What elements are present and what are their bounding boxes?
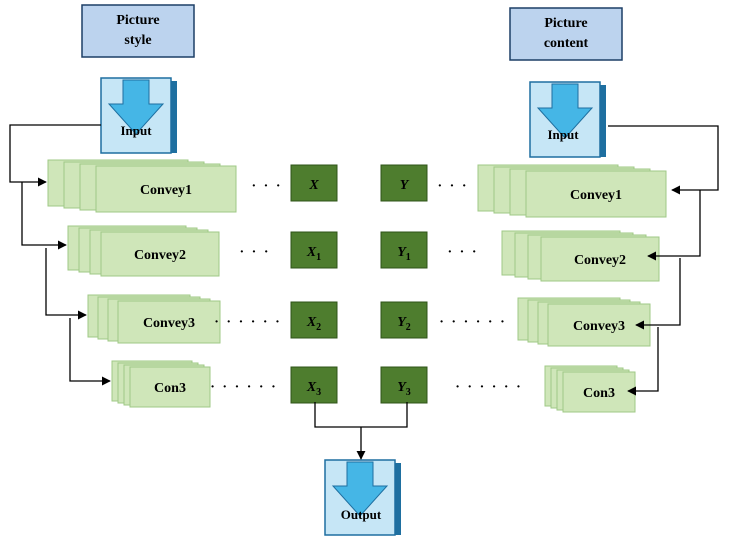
edge-right-convey3-to-con3 (627, 327, 659, 396)
left-layer-1-stack: Convey1 (47, 159, 237, 213)
edge-left-convey1-to-convey2 (21, 182, 67, 250)
feature-y-1: Y1 (380, 231, 428, 269)
picture-style-label-2: style (124, 33, 151, 48)
edge-left-convey2-to-convey3 (45, 248, 87, 320)
feature-y-2-box (380, 301, 428, 339)
right-ellipsis-4: · · · · · · (455, 380, 523, 395)
picture-content-label-1: Picture (544, 16, 587, 31)
feature-x-2-box (290, 301, 338, 339)
right-layer-2-sheet (540, 236, 660, 282)
input-left-label: Input (120, 123, 152, 138)
right-layer-3-sheet (547, 303, 651, 347)
feature-x-0-box (290, 164, 338, 202)
feature-x-0-label: X (308, 178, 319, 193)
right-layer-4-sheet (562, 371, 636, 413)
right-layer-3-stack: Convey3 (517, 297, 651, 347)
left-ellipsis-3: · · · · · · (214, 315, 282, 330)
feature-y-2: Y2 (380, 301, 428, 339)
edge-input-to-left-convey1 (9, 124, 101, 187)
right-layer-1-stack: Convey1 (477, 164, 667, 218)
ellipses: · · · · · · · · · · · · · · · · · · · · · · ·… (210, 179, 523, 395)
feature-y-0-box (380, 164, 428, 202)
picture-content-box: Picture content (509, 7, 623, 61)
right-layer-4-label: Con3 (583, 386, 615, 401)
output-node: Output (324, 459, 401, 536)
right-layer-2-stack: Convey2 (501, 230, 660, 282)
left-layer-2-stack: Convey2 (67, 225, 220, 277)
feature-y-3-box (380, 366, 428, 404)
feature-y-1-box (380, 231, 428, 269)
left-layer-4-sheet (129, 366, 211, 408)
left-layer-1-label: Convey1 (140, 183, 192, 198)
picture-style-label-1: Picture (116, 13, 159, 28)
left-layer-3-sheet (117, 300, 221, 344)
edge-x3-y3-join (314, 402, 408, 428)
left-layer-3-stack: Convey3 (87, 294, 221, 344)
picture-content-label-2: content (544, 36, 589, 51)
right-ellipsis-2: · · · (447, 245, 478, 260)
left-ellipsis-4: · · · · · · (210, 380, 278, 395)
left-layer-4-label: Con3 (154, 381, 186, 396)
input-right-label: Input (547, 127, 579, 142)
left-layer-2-label: Convey2 (134, 248, 186, 263)
feature-x-3: X3 (290, 366, 338, 404)
feature-x-1-box (290, 231, 338, 269)
output-connectors (314, 402, 408, 460)
edge-right-convey2-to-convey3 (635, 258, 681, 330)
feature-y-0: Y (380, 164, 428, 202)
right-layer-1-label: Convey1 (570, 188, 622, 203)
left-connectors (9, 124, 111, 386)
edge-input-to-right-convey1 (608, 125, 719, 195)
right-ellipsis-1: · · · (437, 179, 468, 194)
left-layer-1-sheet (95, 165, 237, 213)
feature-y-3: Y3 (380, 366, 428, 404)
feature-x-2: X2 (290, 301, 338, 339)
output-label: Output (341, 507, 382, 522)
feature-x-3-box (290, 366, 338, 404)
left-ellipsis-2: · · · (239, 245, 270, 260)
right-layer-2-label: Convey2 (574, 253, 626, 268)
edge-right-convey1-to-convey2 (647, 190, 701, 261)
input-right-node: Input (529, 81, 606, 158)
right-layer-1-sheet (525, 170, 667, 218)
feature-x-1: X1 (290, 231, 338, 269)
right-layer-3-label: Convey3 (573, 319, 625, 334)
feature-y-0-label: Y (400, 178, 410, 193)
edge-left-convey3-to-con3 (69, 318, 111, 386)
left-layer-2-sheet (100, 231, 220, 277)
picture-style-box: Picture style (81, 4, 195, 58)
right-connectors (608, 125, 719, 396)
left-ellipsis-1: · · · (251, 179, 282, 194)
right-ellipsis-3: · · · · · · (439, 315, 507, 330)
left-layer-4-stack: Con3 (111, 360, 211, 408)
left-layer-3-label: Convey3 (143, 316, 195, 331)
right-layer-4-stack: Con3 (544, 365, 636, 413)
input-left-node: Input (100, 77, 177, 154)
feature-x-0: X (290, 164, 338, 202)
